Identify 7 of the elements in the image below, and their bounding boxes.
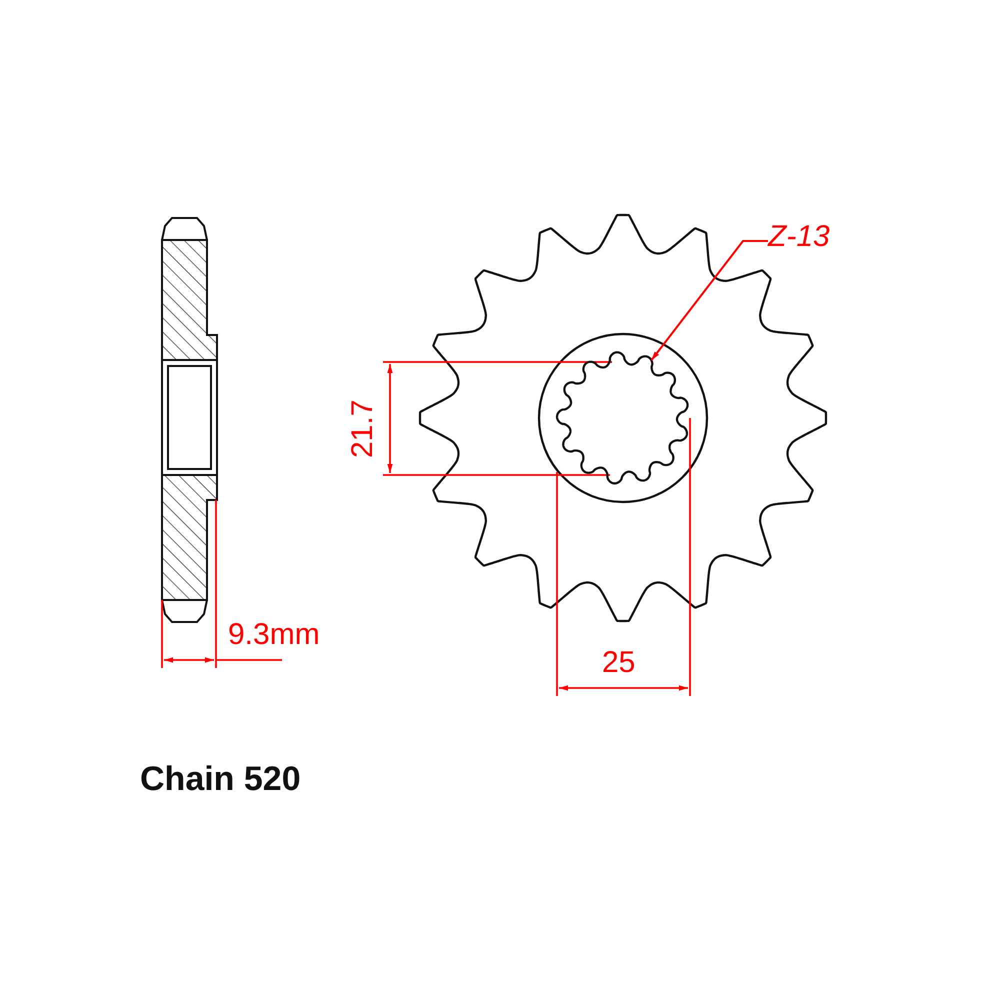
callout-label: Z-13 [768, 222, 830, 252]
dimension-value: 9.3mm [228, 620, 320, 650]
leader-line [650, 240, 768, 361]
splined-bore [556, 351, 689, 484]
dimension-value: 21.7 [348, 400, 378, 458]
dimension-value: 25 [602, 648, 636, 678]
chain-size-note: Chain 520 [140, 762, 301, 796]
